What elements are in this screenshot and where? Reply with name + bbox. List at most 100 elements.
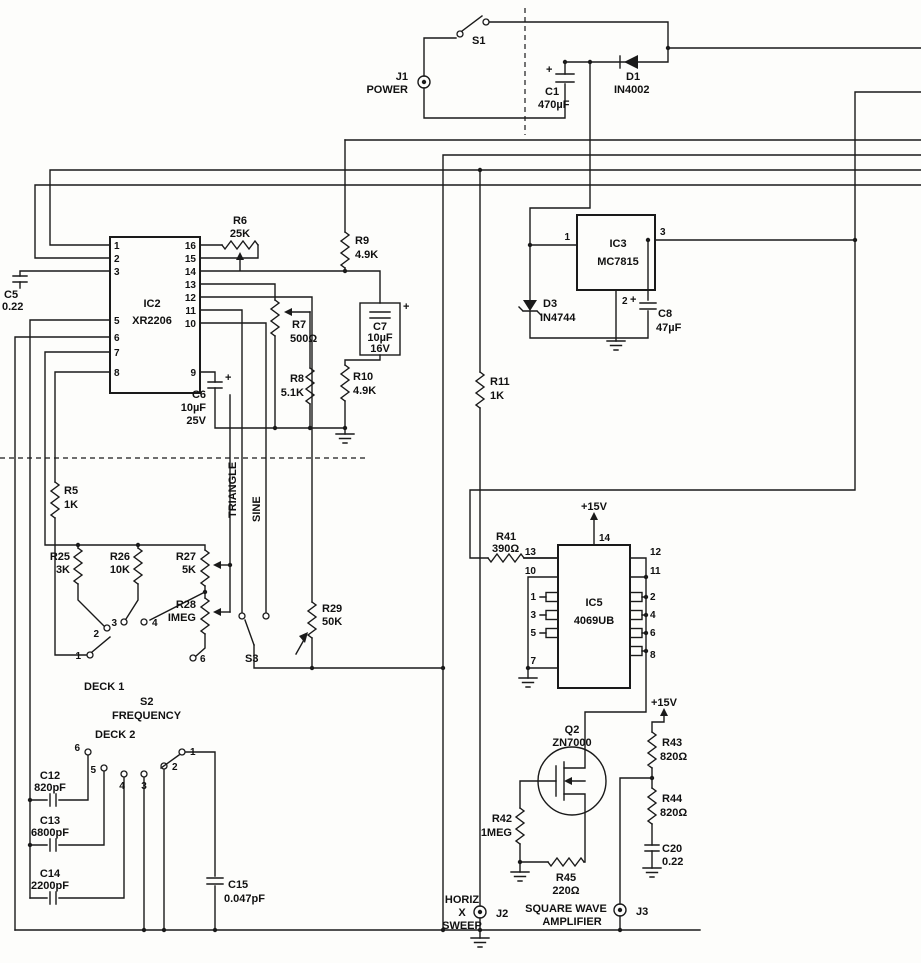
ground-symbols	[335, 340, 662, 948]
pin-number: 2	[622, 296, 628, 307]
c1-plus: +	[546, 64, 552, 76]
r7-ref: R7	[292, 319, 306, 331]
r8-ref: R8	[290, 373, 304, 385]
capacitor-c15: C15 0.047pF	[206, 877, 265, 905]
pin-number: 5	[114, 316, 120, 327]
wire-bundle-lower-left	[14, 751, 701, 931]
r10-ref: R10	[353, 371, 373, 383]
s3-ref: S3	[245, 653, 258, 665]
c13-ref: C13	[40, 815, 60, 827]
c7-plus: +	[403, 301, 409, 313]
r29-value: 50K	[322, 616, 342, 628]
pin-number: 4	[650, 610, 656, 621]
wire-bundle-power-top	[423, 21, 921, 559]
capacitor-c20: C20 0.22	[644, 843, 683, 868]
c13-value: 6800pF	[31, 827, 69, 839]
potentiometer-r27: R27 5K	[176, 549, 231, 587]
wire-bundle-buses	[34, 139, 921, 939]
pin-number: 3	[114, 267, 120, 278]
s2-deck2-label: DECK 2	[95, 729, 135, 741]
c7-rating: 16V	[370, 343, 390, 355]
pin-number: 12	[185, 293, 197, 304]
output-jacks-section: HORIZ X SWEEP J2 SQUARE WAVE AMPLIFIER J…	[442, 894, 648, 932]
triangle-label: TRIANGLE	[227, 462, 239, 518]
timing-cap-section: DECK 2 6 5 4 3 2 1 C12 820pF C13 6800pF …	[31, 729, 265, 905]
supply-arrow-icon	[660, 708, 668, 716]
resistor-r8: R8 5.1K	[281, 367, 315, 405]
ic5-part: 4069UB	[574, 615, 614, 627]
pin-number: 3	[530, 610, 536, 621]
resistor-r11: R11 1K	[475, 371, 510, 409]
s2-deck1-label: DECK 1	[84, 681, 124, 693]
pin-number: 2	[114, 254, 120, 265]
switch-s3: S3	[238, 612, 270, 665]
r45-ref: R45	[556, 872, 576, 884]
resistor-r5: R5 1K	[50, 481, 78, 519]
c12-value: 820pF	[34, 782, 66, 794]
capacitor-c7: + C7 10µF 16V	[359, 301, 409, 356]
chassis-boundary-dashed	[0, 8, 526, 459]
r41-value: 390Ω	[492, 543, 519, 555]
capacitor-c14: C14 2200pF	[31, 868, 69, 905]
pin-number: 5	[530, 628, 536, 639]
s1-ref: S1	[472, 35, 485, 47]
j2-label-line1: HORIZ	[445, 894, 480, 906]
power-input-section: J1 POWER S1 + C1 470µF D1 IN4002	[366, 15, 649, 111]
r9-value: 4.9K	[355, 249, 378, 261]
c5-ref: C5	[4, 289, 18, 301]
ic3-ref: IC3	[609, 238, 626, 250]
switch-s2-deck1: 2 3 4 1 6 DECK 1 S2 FREQUENCY	[75, 618, 206, 722]
c14-value: 2200pF	[31, 880, 69, 892]
resistor-r26: R26 10K	[110, 547, 143, 585]
output-stage-section: Q2 ZN7000 +15V R43 820Ω R44 820Ω R42 1ME…	[481, 697, 688, 897]
range-select-section: TRIANGLE SINE R5 1K R25 3K R26 10K R27 5…	[50, 462, 342, 722]
pin-number: 6	[650, 628, 656, 639]
j3-jack-icon	[613, 903, 627, 917]
diode-d1: D1 IN4002	[614, 55, 649, 96]
j1-label: POWER	[366, 84, 408, 96]
c1-value: 470µF	[538, 99, 570, 111]
c8-value: 47µF	[656, 322, 682, 334]
ic2-ref: IC2	[143, 298, 160, 310]
mosfet-q2: Q2 ZN7000	[537, 724, 607, 816]
j1-ref: J1	[396, 71, 408, 83]
c7-ref: C7	[373, 321, 387, 333]
r6-ref: R6	[233, 215, 247, 227]
pin-number: 4	[119, 781, 125, 792]
pin-number: 6	[200, 654, 206, 665]
switch-s1: S1	[456, 15, 490, 47]
s2-label: FREQUENCY	[112, 710, 182, 722]
r41-ref: R41	[496, 531, 516, 543]
r10-value: 4.9K	[353, 385, 376, 397]
junction-dots	[27, 45, 858, 933]
pin-number: 2	[172, 762, 178, 773]
r43-ref: R43	[662, 737, 682, 749]
r45-value: 220Ω	[552, 885, 579, 897]
pin-number: 15	[185, 254, 197, 265]
c7-value: 10µF	[367, 332, 393, 344]
pin-number: 11	[650, 566, 661, 577]
d1-value: IN4002	[614, 84, 649, 96]
c8-ref: C8	[658, 308, 672, 320]
c14-ref: C14	[40, 868, 61, 880]
r7-value: 500Ω	[290, 333, 317, 345]
c6-plus: +	[225, 372, 231, 384]
resistor-r9: R9 4.9K	[340, 231, 378, 269]
r5-ref: R5	[64, 485, 78, 497]
capacitor-c8: + C8 47µF	[630, 294, 682, 334]
j3-ref: J3	[636, 906, 648, 918]
pin-number: 3	[660, 227, 666, 238]
pin-number: 8	[114, 368, 120, 379]
j2-ref: J2	[496, 908, 508, 920]
pin-number: 1	[114, 241, 120, 252]
pin-number: 14	[599, 533, 611, 544]
j2-label-line3: SWEEP	[442, 920, 482, 932]
r5-value: 1K	[64, 499, 78, 511]
pin-number: 13	[525, 547, 537, 558]
r44-ref: R44	[662, 793, 683, 805]
resistor-r25: R25 3K	[50, 547, 83, 585]
ground-icon	[518, 677, 538, 688]
r9-ref: R9	[355, 235, 369, 247]
ground-icon	[642, 867, 662, 878]
pin-number: 11	[185, 306, 196, 317]
